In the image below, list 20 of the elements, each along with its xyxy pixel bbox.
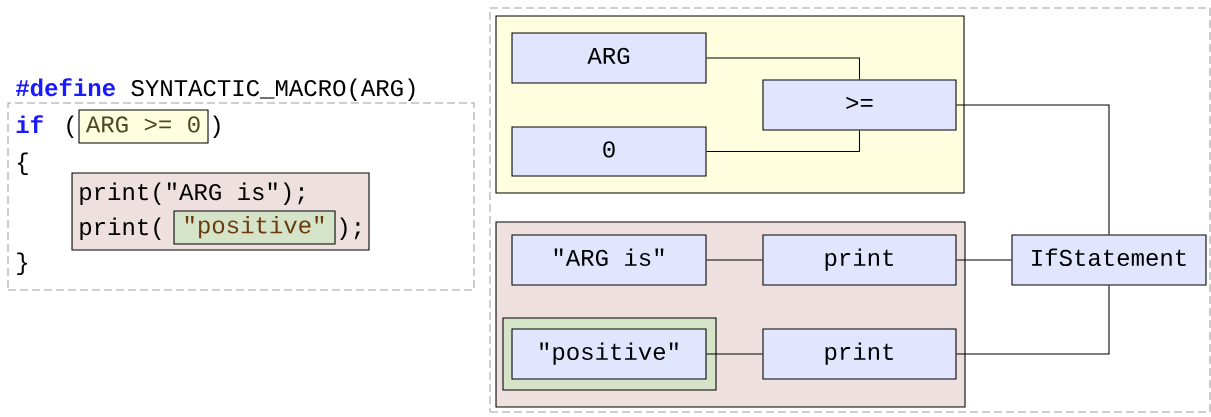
ast-node-box: 0: [511, 126, 707, 177]
ast-node-box: >=: [762, 79, 957, 131]
node-label: SYNTACTIC_MACRO(ARG): [131, 78, 415, 101]
ast-node-box: print: [762, 234, 957, 286]
highlight-box: ARG >= 0: [78, 109, 209, 144]
connector-line: [706, 353, 763, 355]
highlight-box: "positive": [173, 210, 336, 245]
ast-node-box: "positive": [511, 328, 707, 380]
ast-node-box: "ARG is": [511, 234, 707, 286]
connector-line: [706, 259, 763, 261]
node-label: #define: [15, 78, 115, 97]
connector-line: [956, 285, 1110, 355]
ast-node-box: print: [762, 328, 957, 380]
connector-line: [706, 130, 861, 153]
connector-line: [956, 259, 1012, 261]
ast-node-box: IfStatement: [1011, 234, 1207, 286]
connector-line: [706, 57, 861, 80]
connector-line: [956, 104, 1110, 235]
ast-node-box: ARG: [511, 32, 707, 84]
dashed-frame: [489, 7, 1211, 413]
